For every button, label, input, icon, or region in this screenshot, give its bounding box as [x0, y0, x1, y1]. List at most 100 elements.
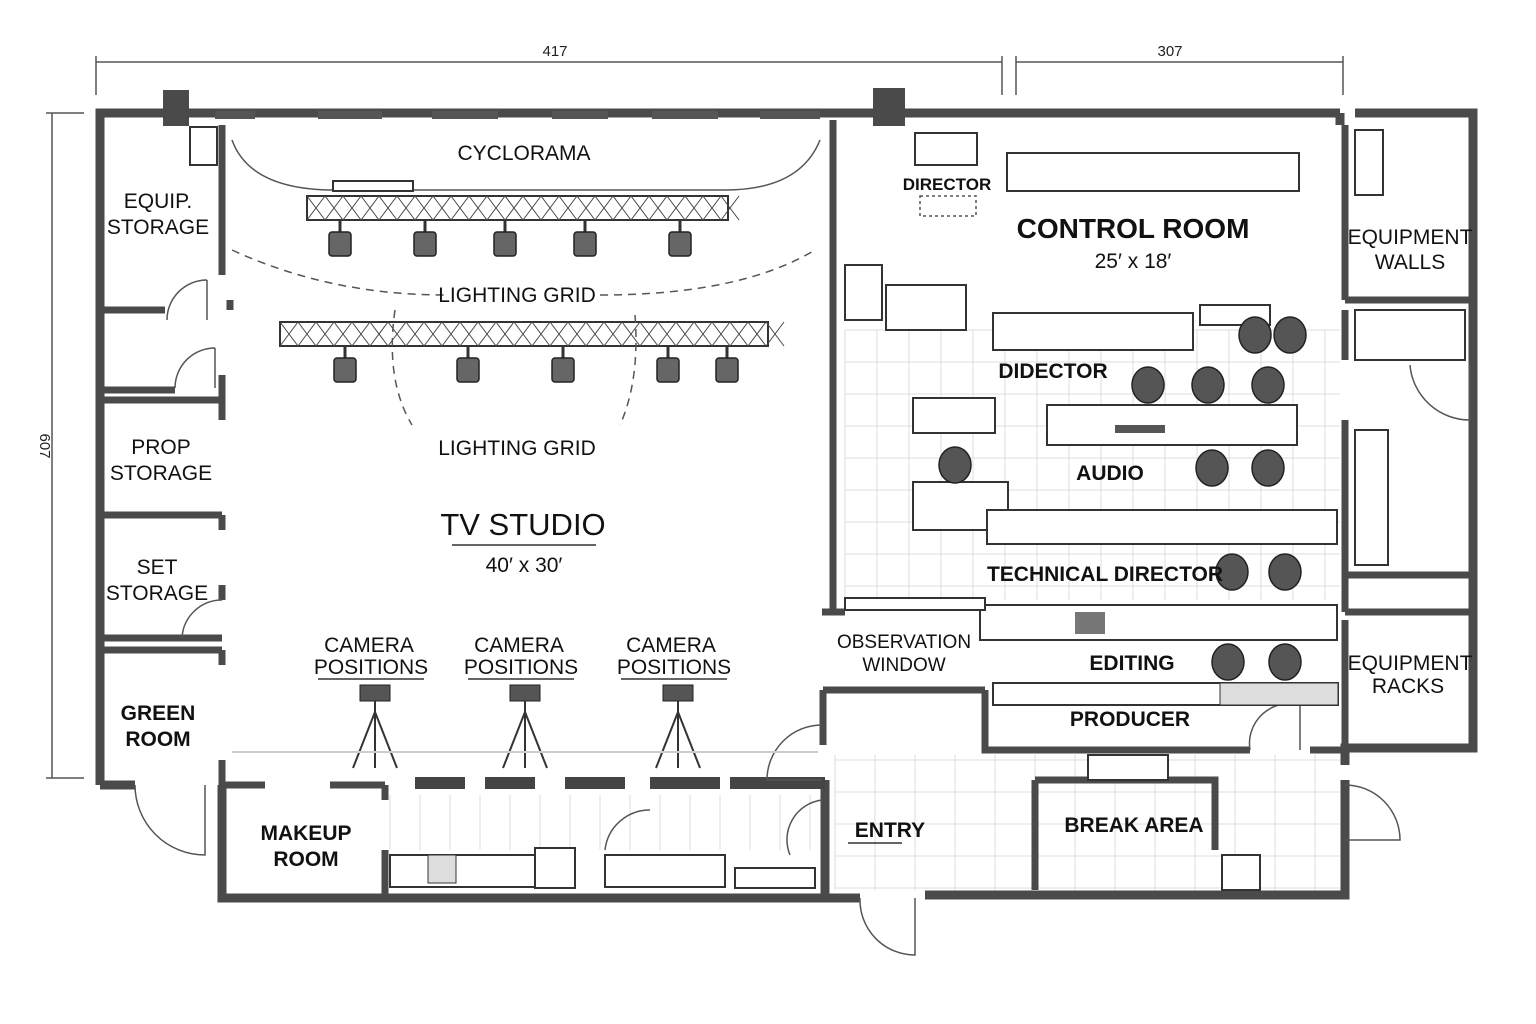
truss-brace: [603, 321, 623, 347]
cyclorama: [189, 126, 821, 296]
tripod-icon: [352, 701, 398, 769]
camera-icon: [509, 684, 541, 702]
dimension-top-right: 307: [1157, 43, 1182, 60]
truss-brace: [297, 321, 317, 347]
truss-brace: [477, 321, 497, 347]
stage-light-icon: [573, 231, 597, 257]
chair-icon: [1251, 366, 1285, 404]
label-prop-storage-1: PROP: [131, 436, 191, 459]
truss-brace: [711, 321, 731, 347]
truss-brace: [747, 321, 767, 347]
label-camera-3b: POSITIONS: [617, 656, 731, 679]
truss-brace: [639, 321, 659, 347]
label-entry: ENTRY: [855, 819, 925, 842]
label-director: DIRECTOR: [903, 175, 991, 194]
truss-brace: [549, 321, 569, 347]
truss-brace: [360, 195, 380, 221]
label-green-room-1: GREEN: [121, 702, 196, 725]
makeup-furniture: [389, 847, 816, 889]
label-green-room-2: ROOM: [125, 728, 190, 751]
tripod-icon: [655, 701, 701, 769]
truss-brace: [612, 195, 632, 221]
label-equipment-racks-1: EQUIPMENT: [1348, 652, 1473, 675]
truss-brace: [621, 321, 641, 347]
truss: [279, 321, 769, 347]
label-equipment-racks-2: RACKS: [1372, 675, 1444, 698]
truss-brace: [585, 321, 605, 347]
truss-brace: [495, 321, 515, 347]
truss-brace: [675, 321, 695, 347]
truss-brace: [504, 195, 524, 221]
stage-light-icon: [493, 231, 517, 257]
tripod-icon: [502, 701, 548, 769]
stage-light-icon: [456, 357, 480, 383]
label-control-room-size: 25′ x 18′: [1095, 250, 1172, 273]
label-equip-storage-1: EQUIP.: [124, 190, 192, 213]
label-break-area: BREAK AREA: [1064, 814, 1203, 837]
label-technical-director: TECHNICAL DIRECTOR: [987, 563, 1223, 586]
truss-brace: [306, 195, 326, 221]
truss-brace: [432, 195, 452, 221]
truss-brace: [522, 195, 542, 221]
chair-icon: [1191, 366, 1225, 404]
truss-brace: [486, 195, 506, 221]
truss-brace: [648, 195, 668, 221]
truss-brace: [684, 195, 704, 221]
chair-icon: [1268, 553, 1302, 591]
truss-brace: [720, 195, 740, 221]
dimension-lines: 417 307 607: [36, 43, 1344, 779]
truss-brace: [378, 195, 398, 221]
truss-brace: [396, 195, 416, 221]
label-observation-2: WINDOW: [862, 655, 945, 676]
label-didector: DIDECTOR: [998, 360, 1107, 383]
label-lighting-grid-2: LIGHTING GRID: [438, 437, 596, 460]
camera-icon: [359, 684, 391, 702]
stage-light-icon: [715, 357, 739, 383]
label-camera-2b: POSITIONS: [464, 656, 578, 679]
label-tv-studio: TV STUDIO: [440, 507, 605, 542]
operator-chairs: [938, 316, 1307, 681]
stage-light-icon: [551, 357, 575, 383]
truss-brace: [459, 321, 479, 347]
truss-brace: [630, 195, 650, 221]
truss-brace: [369, 321, 389, 347]
chair-icon: [1131, 366, 1165, 404]
truss-brace: [513, 321, 533, 347]
truss-brace: [423, 321, 443, 347]
room-labels: EQUIP. STORAGE PROP STORAGE SET STORAGE …: [106, 142, 1473, 871]
label-control-room: CONTROL ROOM: [1017, 213, 1250, 244]
label-cyclorama: CYCLORAMA: [457, 142, 590, 165]
chair-icon: [1211, 643, 1245, 681]
truss-brace: [576, 195, 596, 221]
walls: [95, 88, 1478, 903]
dimension-top-left: 417: [542, 43, 567, 60]
label-set-storage-1: SET: [137, 556, 178, 579]
truss-brace: [702, 195, 722, 221]
chair-icon: [938, 446, 972, 484]
label-prop-storage-2: STORAGE: [110, 462, 212, 485]
label-camera-3a: CAMERA: [626, 634, 716, 657]
truss-brace: [405, 321, 425, 347]
stage-light-icon: [413, 231, 437, 257]
truss-brace: [765, 321, 785, 347]
truss-brace: [333, 321, 353, 347]
label-editing: EDITING: [1089, 652, 1174, 675]
dimension-left: 607: [36, 433, 53, 458]
stage-light-icon: [668, 231, 692, 257]
label-producer: PRODUCER: [1070, 708, 1190, 731]
truss-brace: [558, 195, 578, 221]
truss-brace: [567, 321, 587, 347]
truss-brace: [351, 321, 371, 347]
label-equipment-walls-2: WALLS: [1375, 251, 1445, 274]
chair-icon: [1273, 316, 1307, 354]
chair-icon: [1195, 449, 1229, 487]
truss-brace: [657, 321, 677, 347]
truss-brace: [693, 321, 713, 347]
chair-icon: [1268, 643, 1302, 681]
chair-icon: [1238, 316, 1272, 354]
label-camera-2a: CAMERA: [474, 634, 564, 657]
truss-brace: [279, 321, 299, 347]
stage-light-icon: [328, 231, 352, 257]
label-lighting-grid-1: LIGHTING GRID: [438, 284, 596, 307]
label-makeup-room-2: ROOM: [273, 848, 338, 871]
